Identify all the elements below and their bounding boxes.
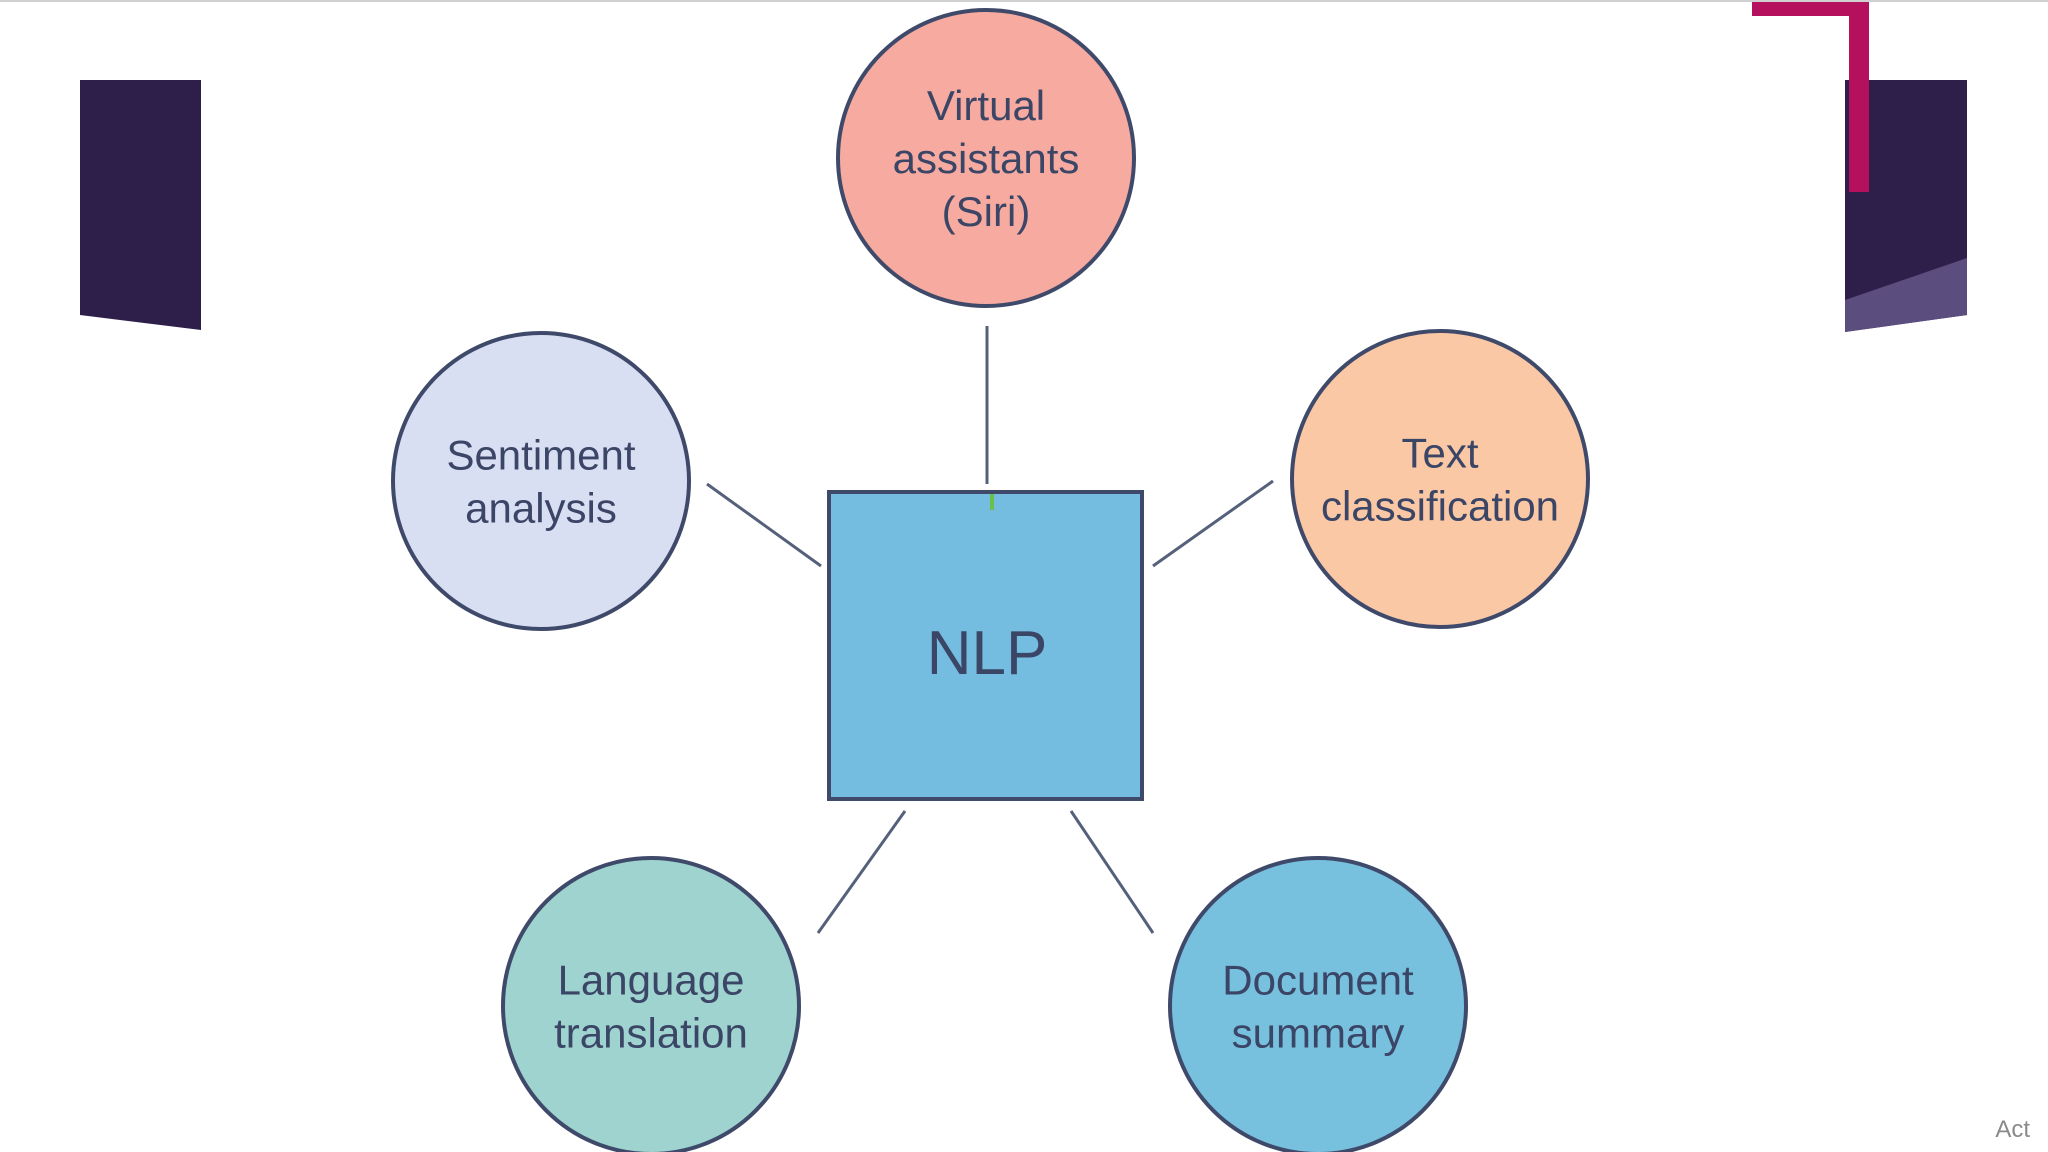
node-virtual-assistants-line-2: (Siri) xyxy=(942,188,1031,235)
node-language-translation-label: Language translation xyxy=(554,957,748,1057)
node-virtual-assistants: Virtual assistants (Siri) xyxy=(836,8,1136,308)
magenta-corner-bracket xyxy=(1752,0,1869,192)
node-document-summary-circle xyxy=(1168,856,1468,1152)
node-sentiment-analysis-line-1: analysis xyxy=(465,485,617,532)
node-text-classification-line-0: Text xyxy=(1401,430,1478,477)
node-sentiment-analysis-circle xyxy=(391,331,691,631)
node-text-classification-label: Text classification xyxy=(1321,430,1559,530)
left-purple-banner xyxy=(80,80,201,330)
node-text-classification-line-1: classification xyxy=(1321,483,1559,530)
node-language-translation-line-0: Language xyxy=(558,957,745,1004)
node-document-summary-line-1: summary xyxy=(1232,1010,1405,1057)
node-virtual-assistants-line-1: assistants xyxy=(893,135,1080,182)
connector-text-classification xyxy=(1152,479,1274,568)
nlp-center-label: NLP xyxy=(927,619,1048,688)
nlp-center-node: NLP xyxy=(827,490,1144,801)
connector-sentiment-analysis xyxy=(706,482,822,568)
connector-document-summary xyxy=(1069,810,1155,934)
node-language-translation-circle xyxy=(501,856,801,1152)
node-document-summary-label: Document summary xyxy=(1222,957,1414,1057)
node-text-classification-circle xyxy=(1290,329,1590,629)
node-virtual-assistants-circle xyxy=(836,8,1136,308)
overlay-corner-text: Act xyxy=(1995,1116,2030,1143)
node-document-summary-line-0: Document xyxy=(1222,957,1414,1004)
nlp-center-box xyxy=(827,490,1144,801)
node-language-translation-line-1: translation xyxy=(554,1010,748,1057)
node-sentiment-analysis-label: Sentiment analysis xyxy=(446,432,635,532)
node-document-summary: Document summary xyxy=(1168,856,1468,1152)
node-sentiment-analysis: Sentiment analysis xyxy=(391,331,691,631)
node-virtual-assistants-line-0: Virtual xyxy=(927,82,1045,129)
node-text-classification: Text classification xyxy=(1290,329,1590,629)
node-virtual-assistants-label: Virtual assistants (Siri) xyxy=(893,82,1080,235)
node-language-translation: Language translation xyxy=(501,856,801,1152)
connector-language-translation xyxy=(816,810,907,934)
right-purple-accent xyxy=(1845,258,1967,332)
node-sentiment-analysis-line-0: Sentiment xyxy=(446,432,635,479)
nlp-center-marker xyxy=(990,494,994,510)
